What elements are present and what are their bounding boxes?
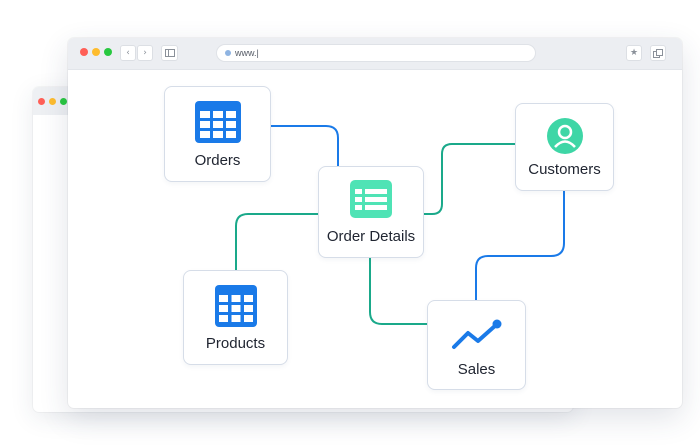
background-minimize-dot xyxy=(49,98,56,105)
link-orders-order-details xyxy=(270,125,339,166)
list-table-icon xyxy=(350,180,392,218)
user-avatar-icon xyxy=(546,118,583,154)
address-bar[interactable]: www.| xyxy=(216,44,536,62)
sidebar-toggle-icon[interactable] xyxy=(161,45,178,61)
bookmark-star-icon[interactable]: ★ xyxy=(626,45,642,61)
orders-node[interactable]: Orders xyxy=(164,86,271,182)
table-grid-icon xyxy=(194,101,241,143)
orders-label: Orders xyxy=(194,152,241,169)
customers-label: Customers xyxy=(528,161,601,178)
link-order-details-sales xyxy=(369,258,427,325)
link-customers-sales xyxy=(475,191,565,300)
forward-arrow-icon[interactable]: › xyxy=(137,45,153,61)
products-node[interactable]: Products xyxy=(183,270,288,365)
maximize-window-button[interactable] xyxy=(104,48,112,56)
trend-up-icon xyxy=(451,319,501,349)
sales-label: Sales xyxy=(457,361,496,378)
order-details-node[interactable]: Order Details xyxy=(318,166,424,258)
link-order-details-products xyxy=(235,213,318,270)
minimize-window-button[interactable] xyxy=(92,48,100,56)
close-window-button[interactable] xyxy=(80,48,88,56)
address-bar-text: www.| xyxy=(235,48,259,58)
browser-toolbar: ‹ › www.| ★ xyxy=(68,38,682,70)
background-maximize-dot xyxy=(60,98,67,105)
link-order-details-customers xyxy=(424,143,516,215)
customers-node[interactable]: Customers xyxy=(515,103,614,191)
table-grid-icon xyxy=(214,285,257,327)
sales-node[interactable]: Sales xyxy=(427,300,526,390)
site-security-icon xyxy=(225,50,231,56)
background-close-dot xyxy=(38,98,45,105)
products-label: Products xyxy=(205,335,266,352)
back-arrow-icon[interactable]: ‹ xyxy=(120,45,136,61)
window-tabs-icon[interactable] xyxy=(650,45,666,61)
order-details-label: Order Details xyxy=(326,228,416,245)
